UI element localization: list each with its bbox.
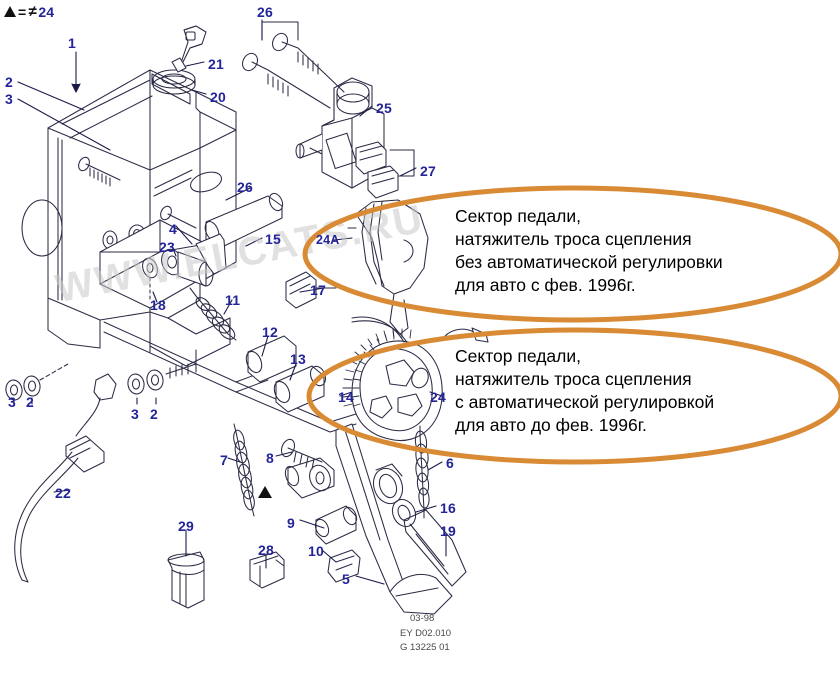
annotation-text-24a: Сектор педали, натяжитель троса сцеплени… bbox=[455, 206, 723, 296]
callout-label-14: 14 bbox=[338, 389, 354, 405]
legend-number: 24 bbox=[38, 3, 54, 20]
callout-label-1: 1 bbox=[68, 35, 76, 51]
callout-label-11: 11 bbox=[225, 292, 241, 308]
callout-label-10: 10 bbox=[308, 543, 324, 559]
callout-label-27: 27 bbox=[420, 163, 436, 179]
callout-label-20: 20 bbox=[210, 89, 226, 105]
callout-label-6: 6 bbox=[446, 455, 454, 471]
callout-label-3: 3 bbox=[131, 406, 139, 422]
callout-label-24A: 24A bbox=[316, 233, 340, 247]
callout-label-3: 3 bbox=[8, 394, 16, 410]
callout-label-7: 7 bbox=[220, 452, 228, 468]
callout-label-21: 21 bbox=[208, 56, 224, 72]
legend-key: = ≠ 24 bbox=[4, 3, 54, 20]
callout-label-9: 9 bbox=[287, 515, 295, 531]
annotation-text-24: Сектор педали, натяжитель троса сцеплени… bbox=[455, 346, 715, 436]
triangle-marker-icon bbox=[258, 486, 272, 498]
callout-label-2: 2 bbox=[5, 74, 13, 90]
highlight-ellipse-24a bbox=[302, 185, 840, 323]
callout-label-16: 16 bbox=[440, 500, 456, 516]
callout-label-2: 2 bbox=[26, 394, 34, 410]
callout-label-19: 19 bbox=[440, 523, 456, 539]
highlight-ellipse-24 bbox=[306, 327, 840, 465]
callout-label-2: 2 bbox=[150, 406, 158, 422]
callout-label-24: 24 bbox=[430, 389, 446, 405]
callout-label-18: 18 bbox=[150, 297, 166, 313]
callout-label-23: 23 bbox=[159, 239, 175, 255]
callout-label-25: 25 bbox=[376, 100, 392, 116]
callout-label-15: 15 bbox=[265, 231, 281, 247]
callout-label-4: 4 bbox=[169, 221, 177, 237]
callout-label-28: 28 bbox=[258, 542, 274, 558]
callout-label-17: 17 bbox=[310, 282, 326, 298]
legend-equals: = bbox=[18, 3, 27, 20]
catalog-date: 03-98 bbox=[410, 613, 435, 624]
legend-triangle-icon bbox=[4, 6, 16, 17]
catalog-ref: EY D02.010 bbox=[400, 627, 452, 639]
callout-label-22: 22 bbox=[55, 485, 71, 501]
callout-label-8: 8 bbox=[266, 450, 274, 466]
legend-not-equal-icon: ≠ bbox=[28, 3, 37, 20]
callout-label-3: 3 bbox=[5, 91, 13, 107]
catalog-codes: 03-98 EY D02.010 G 13225 01 bbox=[400, 612, 451, 656]
catalog-sheet: G 13225 01 bbox=[400, 642, 450, 654]
callout-label-26: 26 bbox=[257, 4, 273, 20]
callout-label-26: 26 bbox=[237, 179, 253, 195]
callout-label-12: 12 bbox=[262, 324, 278, 340]
callout-label-13: 13 bbox=[290, 351, 306, 367]
callout-label-5: 5 bbox=[342, 571, 350, 587]
callout-label-29: 29 bbox=[178, 518, 194, 534]
